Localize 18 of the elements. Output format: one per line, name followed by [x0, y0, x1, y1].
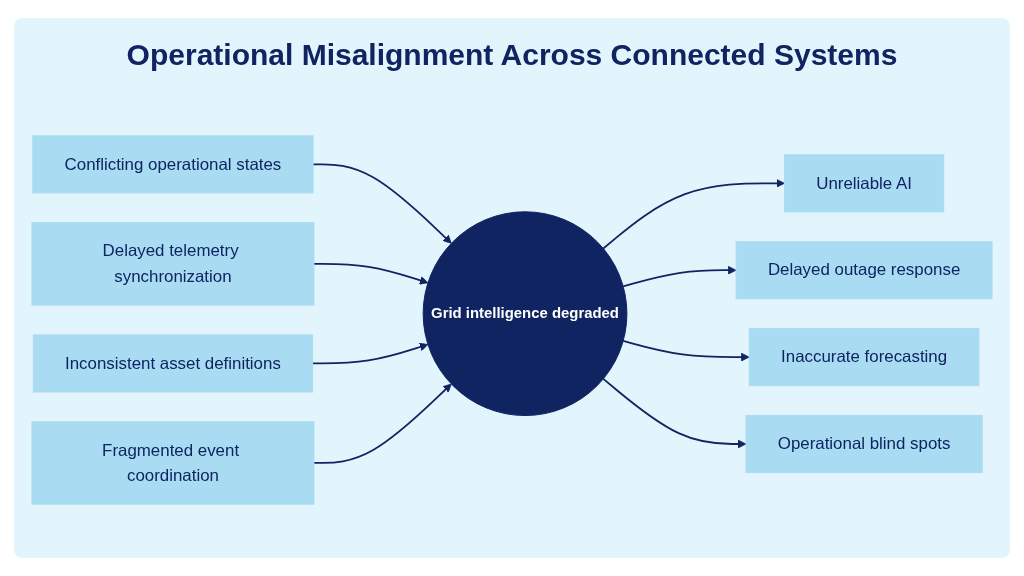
- node-circle: Grid intelligence degraded: [422, 211, 628, 417]
- arrow: [602, 377, 747, 449]
- node-box: Inconsistent asset definitions: [32, 334, 314, 393]
- arrow: [312, 163, 452, 244]
- arrow: [313, 383, 452, 464]
- title: Operational Misalignment Across Connected Systems: [125, 38, 899, 72]
- node-box: Fragmented event coordination: [31, 421, 315, 505]
- node-box: Delayed telemetry synchronization: [31, 222, 315, 306]
- node-box: Unreliable AI: [783, 154, 945, 213]
- node-box: Inaccurate forecasting: [748, 328, 980, 387]
- arrow: [311, 342, 429, 365]
- node-box: Conflicting operational states: [32, 135, 314, 194]
- arrow: [313, 263, 429, 285]
- node-box: Delayed outage response: [735, 241, 993, 300]
- arrow: [622, 340, 750, 362]
- arrow: [602, 179, 785, 250]
- arrow: [622, 265, 737, 288]
- node-box: Operational blind spots: [745, 414, 983, 474]
